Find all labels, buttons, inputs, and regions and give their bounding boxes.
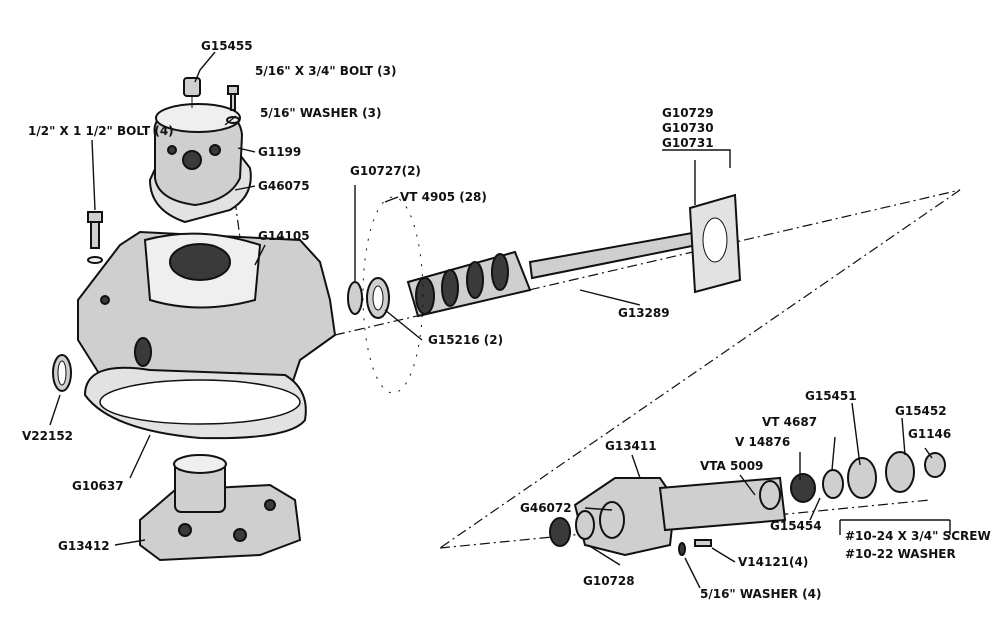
label-g14105: G14105 (258, 229, 310, 243)
label-screw-10-24: #10-24 X 3/4" SCREW (845, 529, 991, 543)
leader-lines (49, 51, 951, 589)
label-bolt-5-16: 5/16" X 3/4" BOLT (3) (255, 64, 397, 78)
label-g10637: G10637 (72, 479, 124, 493)
label-washer-10-22: #10-22 WASHER (845, 547, 956, 561)
plug-g15455 (183, 77, 201, 108)
gasket-g10637 (83, 366, 307, 440)
label-g15216: G15216 (2) (428, 333, 503, 347)
label-g13411: G13411 (605, 439, 657, 453)
label-washer-5-16-4: 5/16" WASHER (4) (700, 587, 821, 601)
label-v22152: V22152 (22, 429, 73, 443)
label-g13289: G13289 (618, 306, 670, 320)
lower-shaft-assembly (549, 451, 946, 557)
label-g10731: G10731 (662, 136, 714, 150)
bolt-half-inch (87, 211, 103, 264)
label-g1146: G1146 (908, 427, 951, 441)
ball-ring-vt4905 (362, 196, 424, 394)
label-g10730: G10730 (662, 121, 714, 135)
label-g13412: G13412 (58, 539, 110, 553)
label-g10727: G10727(2) (350, 164, 421, 178)
label-g15452: G15452 (895, 404, 947, 418)
bolt-5-16 (226, 85, 240, 124)
worm-shaft-g13289 (347, 226, 724, 319)
label-g15454: G15454 (770, 519, 822, 533)
label-g15455: G15455 (201, 39, 253, 53)
label-vt4905: VT 4905 (28) (400, 190, 487, 204)
projection-line (439, 189, 961, 549)
label-v14876: V 14876 (735, 435, 790, 449)
cap-g13412 (139, 454, 302, 562)
label-vta5009: VTA 5009 (700, 459, 763, 473)
label-g15451: G15451 (805, 389, 857, 403)
part-labels: G15455 5/16" X 3/4" BOLT (3) 5/16" WASHE… (22, 39, 991, 601)
label-washer-5-16-3: 5/16" WASHER (3) (260, 106, 381, 120)
label-g10728: G10728 (583, 574, 635, 588)
seal-v22152 (52, 354, 72, 392)
label-g1199: G1199 (258, 145, 301, 159)
cover-g1199 (148, 103, 252, 224)
gasket-g10729 (688, 193, 742, 294)
label-g46075: G46075 (258, 179, 310, 193)
label-bolt-half: 1/2" X 1 1/2" BOLT (4) (28, 124, 174, 138)
label-vt4687: VT 4687 (762, 415, 817, 429)
label-v14121: V14121(4) (738, 555, 808, 569)
label-g46072: G46072 (520, 501, 572, 515)
label-g10729: G10729 (662, 106, 714, 120)
housing-g14105 (77, 230, 337, 397)
